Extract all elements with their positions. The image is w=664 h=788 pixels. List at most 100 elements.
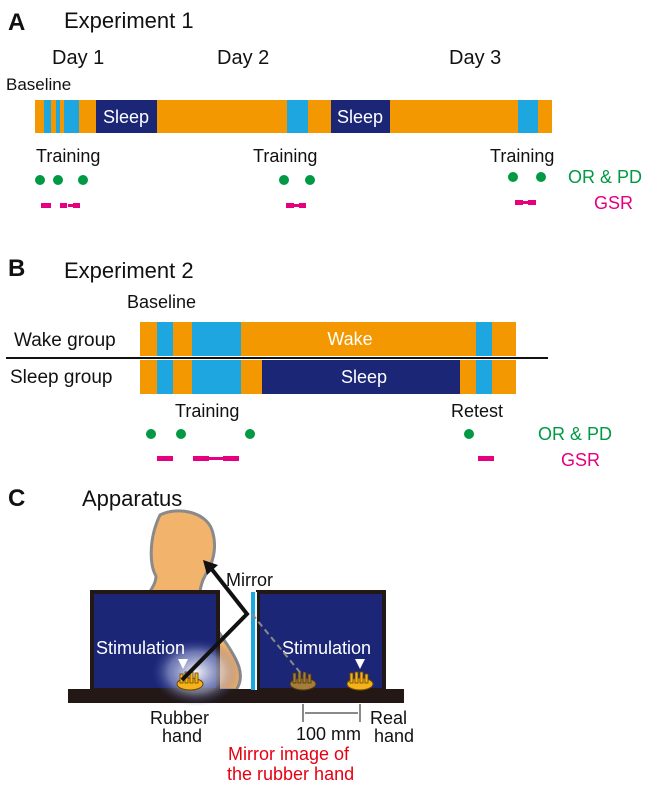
- baseline-label-a: Baseline: [6, 75, 71, 94]
- timeline-bar-a: Sleep Sleep: [35, 100, 552, 133]
- real-hand-label-line1: Real: [370, 708, 407, 728]
- table-top: [68, 689, 404, 703]
- retest-label: Retest: [451, 401, 503, 421]
- segment-training-day3: [518, 100, 538, 133]
- wake-segment-baseline: [157, 322, 173, 356]
- panel-c: C Apparatus Stimulation Stimulation: [8, 485, 414, 784]
- gsr-markers-b: [157, 456, 494, 461]
- panel-a-title: Experiment 1: [64, 8, 194, 33]
- gsr-markers-a: [41, 200, 536, 208]
- gsr-bar: [157, 456, 173, 461]
- training-label-a1: Training: [36, 146, 100, 166]
- day-1-label: Day 1: [52, 47, 104, 69]
- day-2-label: Day 2: [217, 47, 269, 69]
- day-3-label: Day 3: [449, 47, 501, 69]
- line-of-sight-arrowhead: [203, 560, 218, 575]
- or-pd-dot: [305, 175, 315, 185]
- baseline-label-b: Baseline: [127, 292, 196, 312]
- segment-training-a1: [56, 100, 60, 133]
- sleep-block-2: [331, 100, 390, 133]
- or-pd-dot: [245, 429, 255, 439]
- wake-group-label: Wake group: [14, 330, 116, 351]
- legend-or-pd-b: OR & PD: [538, 424, 612, 444]
- gsr-bar: [515, 200, 523, 205]
- training-label-b: Training: [175, 401, 239, 421]
- legend-gsr-b: GSR: [561, 450, 600, 470]
- or-pd-dot: [508, 172, 518, 182]
- line-of-sight: [180, 565, 250, 682]
- segment-training-day2: [287, 100, 308, 133]
- rubber-hand-label-line2: hand: [162, 726, 202, 746]
- panel-a: A Experiment 1 Day 1 Day 2 Day 3 Baselin…: [6, 8, 642, 213]
- mirror: [251, 592, 257, 690]
- gsr-bar: [478, 456, 494, 461]
- or-pd-dot: [176, 429, 186, 439]
- sleep-block-1: [96, 100, 157, 133]
- legend-gsr-a: GSR: [594, 193, 633, 213]
- panel-c-title: Apparatus: [82, 486, 182, 511]
- wake-segment-retest: [476, 322, 492, 356]
- gsr-bar: [68, 204, 73, 207]
- or-pd-dot: [35, 175, 45, 185]
- gsr-bar: [60, 203, 67, 208]
- sleep-label-b: Sleep: [341, 367, 387, 387]
- gsr-bar: [299, 203, 306, 208]
- gsr-bar: [73, 203, 80, 208]
- sleep-group-label: Sleep group: [10, 367, 112, 388]
- sleep-label-a2: Sleep: [337, 107, 383, 127]
- or-pd-dot: [279, 175, 289, 185]
- gsr-bar: [193, 456, 209, 461]
- rubber-hand-label-line1: Rubber: [150, 708, 209, 728]
- stimulation-label-left: Stimulation: [96, 638, 185, 658]
- gsr-bar: [41, 203, 51, 208]
- gsr-bar: [523, 201, 528, 204]
- stimulation-arrow-right: [355, 659, 365, 669]
- mirror-image-hand-icon: [289, 671, 317, 691]
- gsr-bar: [528, 200, 536, 205]
- sleep-block-b: [262, 360, 460, 394]
- wake-label: Wake: [327, 329, 372, 349]
- wake-group-bar: Wake: [140, 322, 516, 356]
- legend-or-pd-a: OR & PD: [568, 167, 642, 187]
- panel-b-letter: B: [8, 255, 25, 282]
- real-hand-label-line2: hand: [374, 726, 414, 746]
- right-box: Stimulation: [256, 590, 386, 692]
- stimulation-label-right: Stimulation: [282, 638, 371, 658]
- distance-label: 100 mm: [296, 724, 361, 744]
- gsr-bar: [209, 457, 223, 460]
- or-pd-dot: [146, 429, 156, 439]
- training-label-a2: Training: [253, 146, 317, 166]
- or-pd-markers-b: [146, 429, 474, 439]
- real-hand-icon: [346, 671, 374, 691]
- panel-c-letter: C: [8, 485, 25, 512]
- panel-b-title: Experiment 2: [64, 258, 194, 283]
- or-pd-dot: [53, 175, 63, 185]
- gsr-bar: [286, 203, 294, 208]
- or-pd-dot: [464, 429, 474, 439]
- stimulation-glow: [150, 638, 242, 706]
- sleep-label-a1: Sleep: [103, 107, 149, 127]
- or-pd-dot: [78, 175, 88, 185]
- panel-a-letter: A: [8, 9, 25, 36]
- mirror-image-label-line2: the rubber hand: [227, 764, 354, 784]
- or-pd-markers-a: [35, 172, 546, 185]
- mirror-highlight: [255, 592, 257, 690]
- sleep-segment-baseline: [157, 360, 173, 394]
- gsr-bar: [223, 456, 239, 461]
- sleep-segment-retest: [476, 360, 492, 394]
- mirror-label: Mirror: [226, 570, 273, 590]
- gsr-bar: [294, 204, 299, 207]
- or-pd-dot: [536, 172, 546, 182]
- sleep-group-bar: Sleep: [140, 360, 516, 394]
- stimulation-arrow-left: [178, 659, 188, 669]
- training-label-a3: Training: [490, 146, 554, 166]
- wake-segment-training: [192, 322, 241, 356]
- left-box: Stimulation: [90, 590, 242, 706]
- mirror-image-label-line1: Mirror image of: [228, 744, 350, 764]
- segment-baseline-a: [44, 100, 51, 133]
- sleep-segment-training: [192, 360, 241, 394]
- virtual-sight-line: [251, 613, 304, 677]
- distance-marker: [302, 704, 361, 722]
- panel-b: B Experiment 2 Baseline Wake group Sleep…: [6, 255, 612, 470]
